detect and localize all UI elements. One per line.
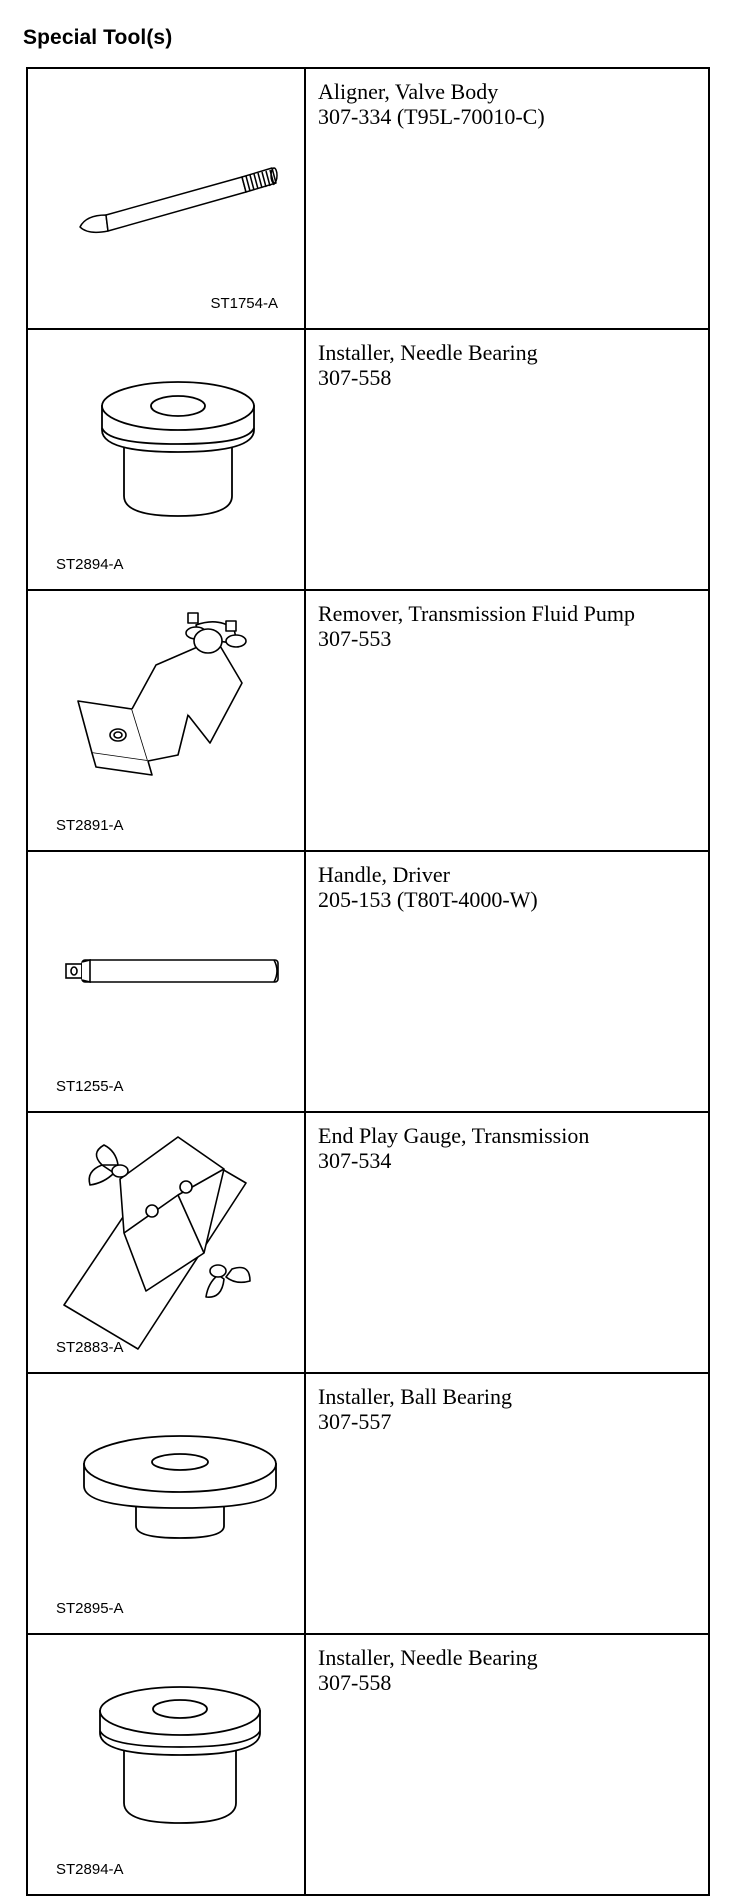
tool-row: ST1754-A Aligner, Valve Body 307-334 (T9… [26, 67, 710, 330]
section-heading: Special Tool(s) [23, 26, 173, 49]
tool-row: ST2894-A Installer, Needle Bearing 307-5… [26, 1633, 710, 1896]
tool-description-cell: Installer, Needle Bearing 307-558 [304, 328, 710, 591]
tool-illustration-cell: ST2894-A [26, 1633, 306, 1896]
tool-name: Handle, Driver [318, 862, 450, 887]
tool-illustration-cell: ST1255-A [26, 850, 306, 1113]
ball-bearing-installer-icon [83, 1435, 277, 1539]
art-code-label: ST2891-A [56, 817, 124, 834]
tool-part-number: 307-334 (T95L-70010-C) [318, 104, 545, 129]
tool-illustration-cell: ST1754-A [26, 67, 306, 330]
tool-description-cell: Handle, Driver 205-153 (T80T-4000-W) [304, 850, 710, 1113]
tool-part-number: 307-553 [318, 626, 392, 651]
tool-row: ST2891-A Remover, Transmission Fluid Pum… [26, 589, 710, 852]
needle-bearing-installer-icon [99, 1686, 261, 1824]
tool-illustration-cell: ST2883-A [26, 1111, 306, 1374]
needle-bearing-installer-icon [101, 381, 255, 517]
tool-part-number: 307-557 [318, 1409, 392, 1434]
tool-row: ST2894-A Installer, Needle Bearing 307-5… [26, 328, 710, 591]
special-tools-table: ST1754-A Aligner, Valve Body 307-334 (T9… [26, 67, 710, 1896]
tool-description-cell: Aligner, Valve Body 307-334 (T95L-70010-… [304, 67, 710, 330]
tool-row: ST2883-A End Play Gauge, Transmission 30… [26, 1111, 710, 1374]
tool-part-number: 205-153 (T80T-4000-W) [318, 887, 538, 912]
art-code-label: ST2883-A [56, 1339, 124, 1356]
tool-row: ST2895-A Installer, Ball Bearing 307-557 [26, 1372, 710, 1635]
tool-name: Installer, Needle Bearing [318, 340, 538, 365]
tool-description-cell: Installer, Needle Bearing 307-558 [304, 1633, 710, 1896]
fluid-pump-remover-icon [77, 612, 247, 776]
tool-part-number: 307-558 [318, 1670, 392, 1695]
driver-handle-icon [65, 958, 279, 984]
tool-description-cell: Installer, Ball Bearing 307-557 [304, 1372, 710, 1635]
end-play-gauge-icon [63, 1136, 251, 1350]
art-code-label: ST2894-A [56, 1861, 124, 1878]
tool-name: Installer, Ball Bearing [318, 1384, 513, 1409]
tool-part-number: 307-534 [318, 1148, 392, 1173]
tool-description-cell: Remover, Transmission Fluid Pump 307-553 [304, 589, 710, 852]
art-code-label: ST1754-A [210, 295, 278, 312]
tool-illustration-cell: ST2891-A [26, 589, 306, 852]
valve-body-aligner-icon [79, 167, 278, 234]
tool-description-cell: End Play Gauge, Transmission 307-534 [304, 1111, 710, 1374]
art-code-label: ST1255-A [56, 1078, 124, 1095]
tool-name: Remover, Transmission Fluid Pump [318, 601, 635, 626]
art-code-label: ST2894-A [56, 556, 124, 573]
tool-part-number: 307-558 [318, 365, 392, 390]
tool-illustration-cell: ST2894-A [26, 328, 306, 591]
tool-name: End Play Gauge, Transmission [318, 1123, 590, 1148]
tool-name: Installer, Needle Bearing [318, 1645, 538, 1670]
tool-name: Aligner, Valve Body [318, 79, 499, 104]
tool-illustration-cell: ST2895-A [26, 1372, 306, 1635]
tool-row: ST1255-A Handle, Driver 205-153 (T80T-40… [26, 850, 710, 1113]
art-code-label: ST2895-A [56, 1600, 124, 1617]
